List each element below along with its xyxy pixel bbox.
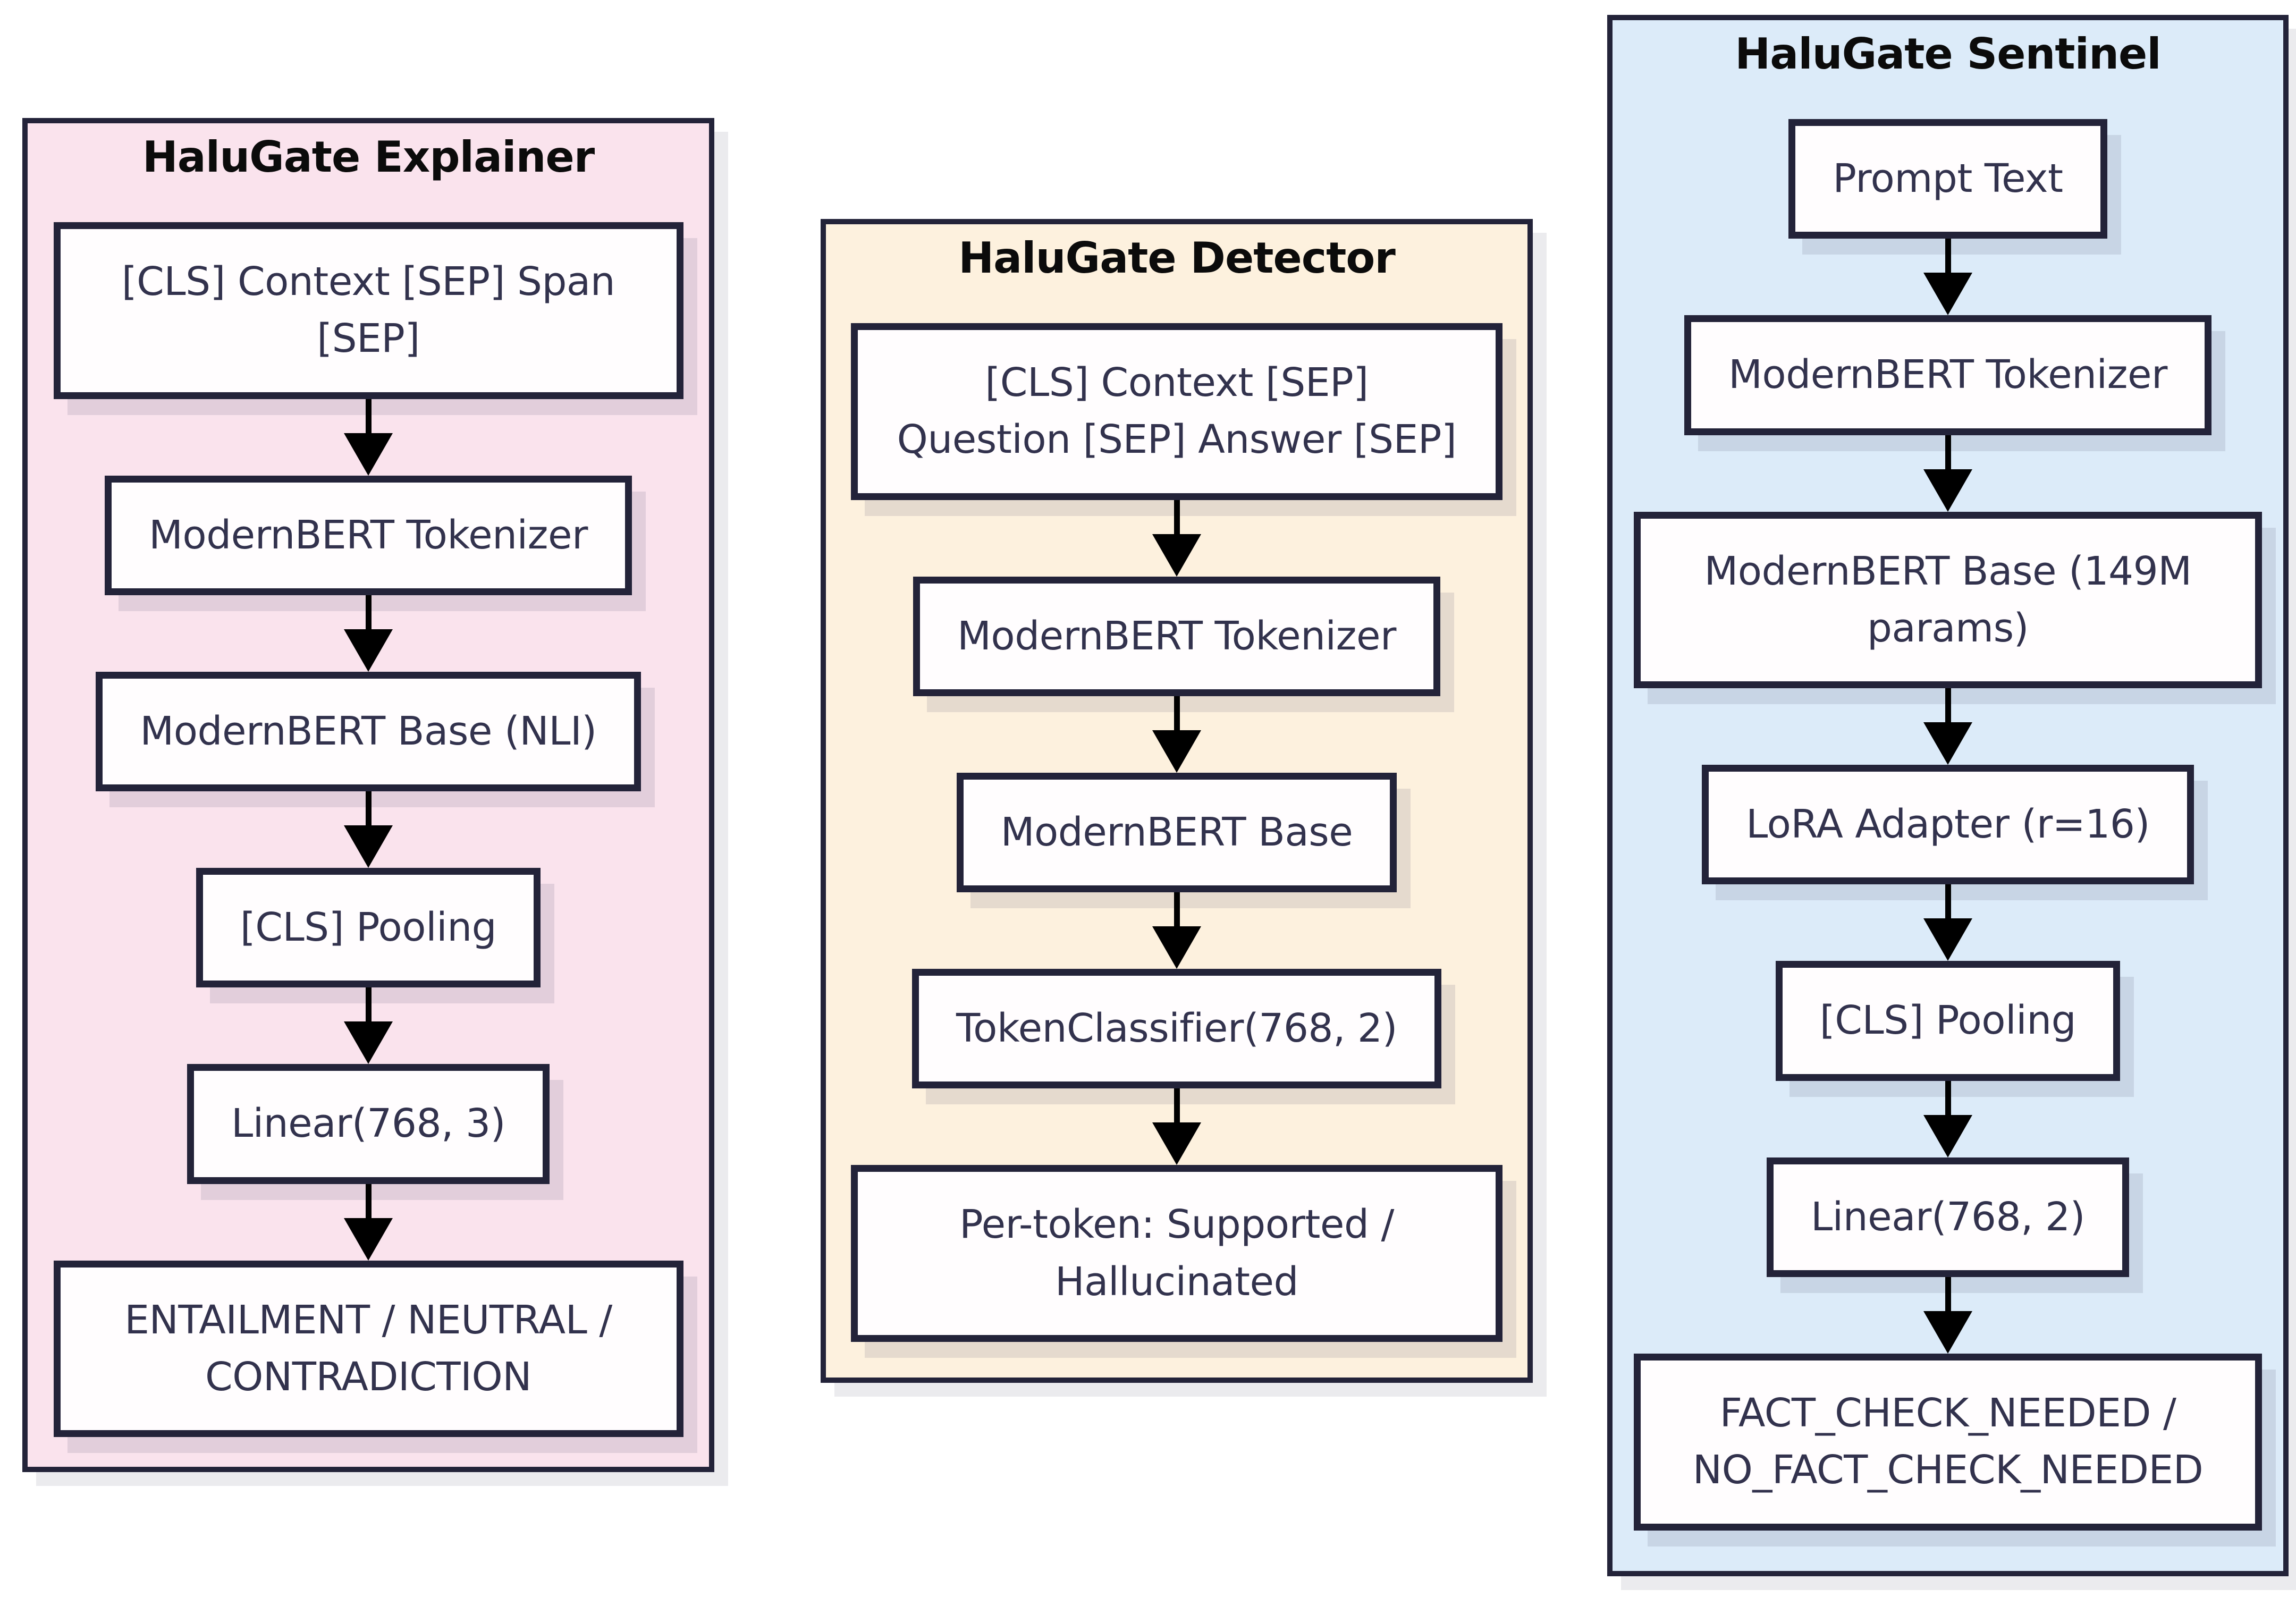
node-detector-base: ModernBERT Base — [956, 772, 1397, 893]
node-text-line: ENTAILMENT / NEUTRAL / — [124, 1297, 612, 1343]
flow-arrow — [1613, 435, 2283, 512]
node-text-line: Linear(768, 2) — [1810, 1194, 2086, 1240]
node-sentinel-linear: Linear(768, 2) — [1766, 1157, 2130, 1278]
panel-title-sentinel: HaluGate Sentinel — [1735, 29, 2161, 79]
node-text-line: CONTRADICTION — [205, 1354, 532, 1400]
arrow-head-icon — [1152, 730, 1201, 773]
node-explainer-output: ENTAILMENT / NEUTRAL / CONTRADICTION — [53, 1260, 683, 1438]
arrow-stem — [1945, 1080, 1951, 1116]
node-text-line: Prompt Text — [1833, 156, 2063, 201]
node-sentinel-lora-adapter: LoRA Adapter (r=16) — [1702, 765, 2194, 885]
node-sentinel-output: FACT_CHECK_NEEDED / NO_FACT_CHECK_NEEDED — [1634, 1354, 2262, 1531]
node-text-line: ModernBERT Base (149M — [1704, 548, 2192, 594]
flow-arrow — [28, 791, 709, 868]
node-text-line: FACT_CHECK_NEEDED / — [1719, 1390, 2176, 1437]
node-explainer-cls-pooling: [CLS] Pooling — [196, 868, 541, 988]
node-text-line: Question [SEP] Answer [SEP] — [897, 417, 1457, 463]
arrow-head-icon — [1152, 926, 1201, 969]
flow-arrow — [826, 696, 1527, 773]
arrow-stem — [1945, 1277, 1951, 1312]
arrow-head-icon — [344, 629, 393, 672]
node-text-line: ModernBERT Base (NLI) — [140, 708, 597, 754]
flow-arrow — [826, 1088, 1527, 1165]
panel-title-explainer: HaluGate Explainer — [142, 132, 595, 182]
node-sentinel-tokenizer: ModernBERT Tokenizer — [1684, 315, 2211, 435]
flow-arrow — [826, 500, 1527, 577]
node-text-line: params) — [1867, 605, 2029, 651]
arrow-stem — [365, 791, 372, 826]
node-detector-input: [CLS] Context [SEP] Question [SEP] Answe… — [851, 323, 1502, 500]
flow-arrow — [1613, 1277, 2283, 1354]
node-sentinel-base-149m: ModernBERT Base (149M params) — [1634, 511, 2262, 689]
node-text-line: ModernBERT Tokenizer — [1728, 352, 2167, 398]
arrow-head-icon — [1923, 273, 1972, 316]
node-sentinel-cls-pooling: [CLS] Pooling — [1775, 961, 2121, 1081]
arrow-stem — [365, 595, 372, 630]
flow-arrow — [28, 987, 709, 1064]
node-text-line: [SEP] — [317, 316, 420, 362]
node-sentinel-prompt-text: Prompt Text — [1788, 119, 2107, 239]
node-text-line: [CLS] Context [SEP] Span — [121, 259, 615, 305]
flow-arrow — [826, 892, 1527, 969]
node-text-line: LoRA Adapter (r=16) — [1746, 801, 2150, 848]
arrow-stem — [1945, 688, 1951, 723]
panel-halugate-detector: HaluGate Detector [CLS] Context [SEP] Qu… — [821, 219, 1533, 1383]
arrow-stem — [1174, 500, 1180, 535]
arrow-stem — [1174, 892, 1180, 927]
arrow-head-icon — [1923, 1114, 1972, 1157]
arrow-stem — [1174, 1088, 1180, 1123]
arrow-stem — [1945, 239, 1951, 274]
node-explainer-linear: Linear(768, 3) — [187, 1064, 550, 1184]
arrow-stem — [365, 987, 372, 1023]
flow-arrow — [1613, 884, 2283, 961]
panel-halugate-explainer: HaluGate Explainer [CLS] Context [SEP] S… — [22, 118, 714, 1472]
flow-arrow — [1613, 1080, 2283, 1157]
arrow-head-icon — [344, 433, 393, 476]
node-text-line: [CLS] Pooling — [240, 905, 497, 951]
arrow-head-icon — [344, 1218, 393, 1261]
flow-arrow — [1613, 688, 2283, 765]
arrow-head-icon — [1152, 1122, 1201, 1165]
node-text-line: ModernBERT Tokenizer — [957, 613, 1396, 659]
node-text-line: Linear(768, 3) — [231, 1101, 506, 1147]
node-text-line: TokenClassifier(768, 2) — [956, 1005, 1397, 1052]
arrow-head-icon — [1152, 534, 1201, 577]
arrow-stem — [1174, 696, 1180, 731]
node-text-line: [CLS] Pooling — [1819, 998, 2076, 1044]
node-detector-tokenizer: ModernBERT Tokenizer — [913, 576, 1440, 696]
flow-arrow — [28, 399, 709, 476]
node-text-line: ModernBERT Tokenizer — [149, 512, 588, 558]
node-explainer-tokenizer: ModernBERT Tokenizer — [105, 475, 632, 595]
arrow-head-icon — [1923, 918, 1972, 961]
node-text-line: Hallucinated — [1054, 1258, 1299, 1305]
arrow-head-icon — [344, 1021, 393, 1064]
flow-arrow — [1613, 239, 2283, 316]
node-detector-token-classifier: TokenClassifier(768, 2) — [912, 969, 1441, 1089]
arrow-stem — [1945, 884, 1951, 919]
node-text-line: ModernBERT Base — [1000, 809, 1353, 855]
node-detector-output: Per-token: Supported / Hallucinated — [851, 1165, 1502, 1342]
node-explainer-input: [CLS] Context [SEP] Span [SEP] — [53, 222, 683, 399]
node-text-line: Per-token: Supported / — [959, 1202, 1394, 1248]
arrow-head-icon — [344, 825, 393, 868]
flow-arrow — [28, 595, 709, 672]
panel-title-detector: HaluGate Detector — [958, 233, 1396, 283]
node-text-line: NO_FACT_CHECK_NEEDED — [1692, 1447, 2204, 1493]
arrow-stem — [1945, 435, 1951, 470]
arrow-stem — [365, 1184, 372, 1219]
panel-halugate-sentinel: HaluGate Sentinel Prompt Text ModernBERT… — [1607, 15, 2289, 1576]
node-explainer-base-nli: ModernBERT Base (NLI) — [96, 671, 641, 792]
node-text-line: [CLS] Context [SEP] — [985, 360, 1369, 405]
arrow-head-icon — [1923, 469, 1972, 512]
arrow-stem — [365, 399, 372, 434]
arrow-head-icon — [1923, 722, 1972, 765]
flow-arrow — [28, 1184, 709, 1261]
arrow-head-icon — [1923, 1311, 1972, 1354]
